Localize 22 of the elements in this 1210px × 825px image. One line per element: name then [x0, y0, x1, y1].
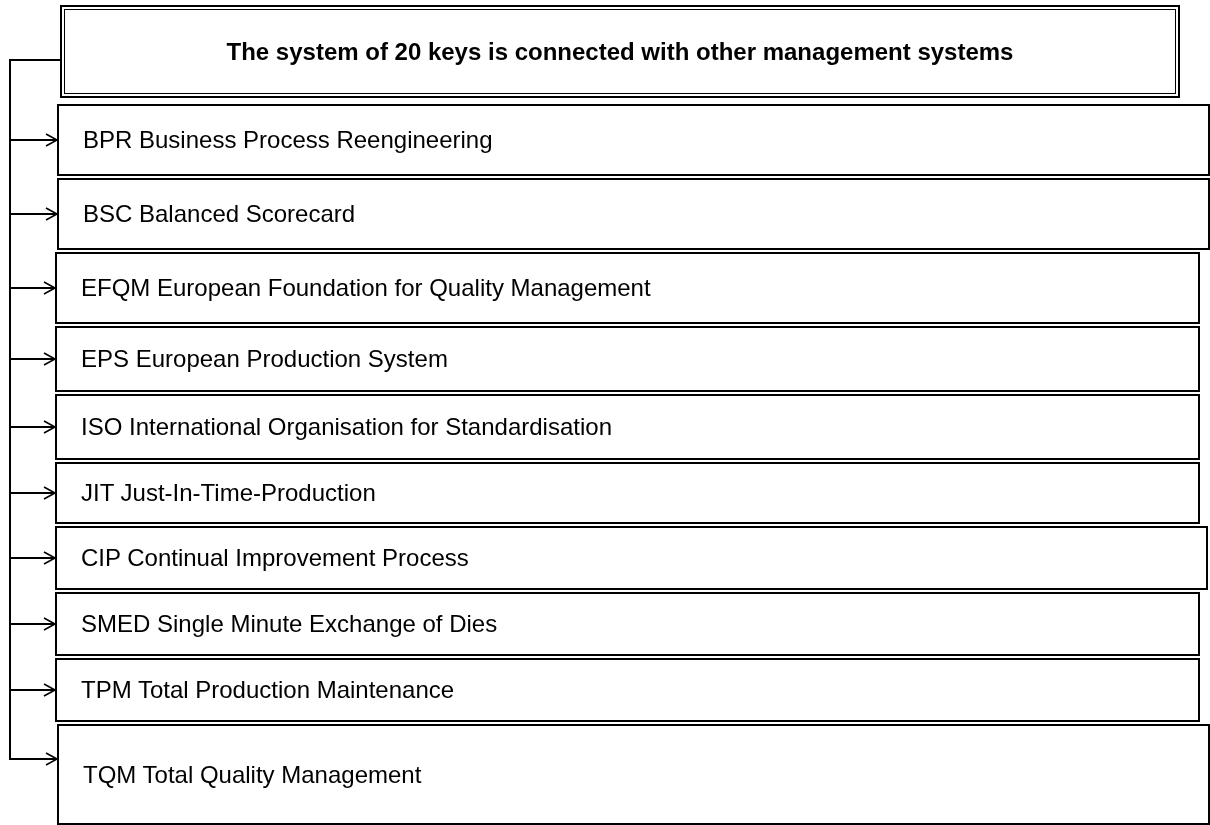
system-box	[57, 104, 1210, 176]
box-label: ISO International Organisation for Standardisation	[80, 413, 612, 441]
system-box	[55, 462, 1200, 524]
system-box	[55, 526, 1208, 590]
system-box	[55, 394, 1200, 460]
system-box	[55, 658, 1200, 722]
box-label: SMED Single Minute Exchange of Dies	[80, 610, 498, 638]
box-label: EFQM European Foundation for Quality Management	[80, 274, 651, 302]
system-box	[57, 724, 1210, 825]
header-text: The system of 20 keys is connected with other management systems	[226, 37, 1014, 66]
box-label: BSC Balanced Scorecard	[82, 200, 356, 228]
box-label: TPM Total Production Maintenance	[80, 676, 455, 704]
system-box	[55, 592, 1200, 656]
header-box	[60, 5, 1180, 98]
system-box	[55, 252, 1200, 324]
system-box	[55, 326, 1200, 392]
box-label: TQM Total Quality Management	[82, 760, 422, 789]
system-box	[57, 178, 1210, 250]
box-label: BPR Business Process Reengineering	[82, 126, 493, 154]
box-label: CIP Continual Improvement Process	[80, 544, 469, 572]
box-label: EPS European Production System	[80, 345, 448, 373]
box-label: JIT Just-In-Time-Production	[80, 479, 376, 507]
